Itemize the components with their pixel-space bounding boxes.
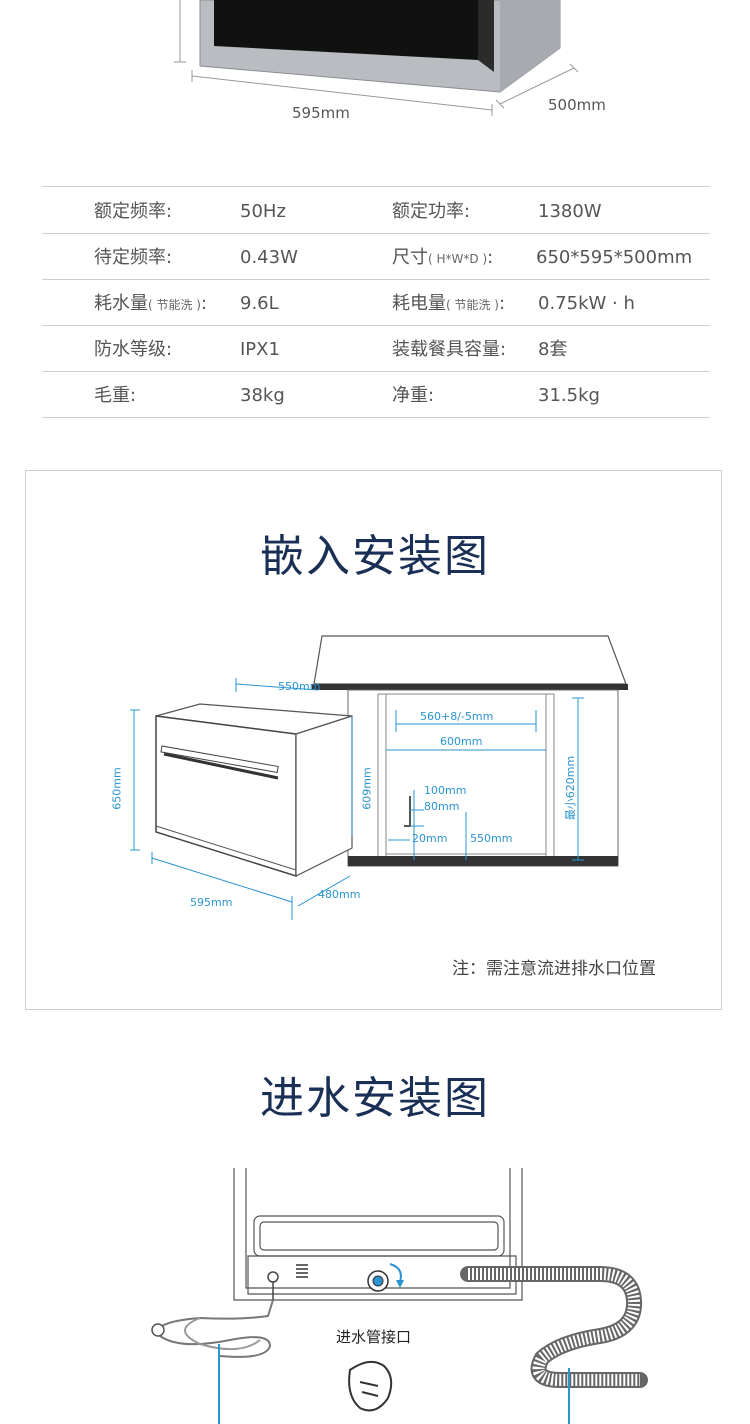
dishwasher-front-illustration [174,0,579,116]
inlet-connection-label: 进水管接口 [336,1328,412,1346]
spec-key: 额定频率: [94,201,173,222]
dim-label-100: 100mm [424,784,467,797]
embed-installation-title: 嵌入安装图 [260,531,490,582]
dim-label-550: 550mm [470,832,513,845]
water-installation-diagram [151,1168,648,1424]
dim-label-595: 595mm [190,896,233,909]
table-row: 待定频率: 0.43W 尺寸( H*W*D ): 650*595*500mm [42,233,710,280]
dim-label-20: 20mm [412,832,448,845]
spec-value: IPX1 [240,339,280,360]
spec-key: 毛重: [94,385,137,406]
table-row: 额定频率: 50Hz 额定功率: 1380W [42,187,710,234]
dim-label-650: 650mm [110,767,124,810]
dim-label-min-620: 最小620mm [564,755,578,821]
spec-value: 38kg [240,385,285,406]
spec-value: 9.6L [240,293,279,314]
dim-label-480: 480mm [318,888,361,901]
table-top-border [42,186,710,187]
embed-note: 注：需注意流进排水口位置 [452,959,656,979]
spec-key: 额定功率: [392,201,471,222]
spec-key: 装载餐具容量: [392,339,507,360]
embed-installation-diagram [130,635,628,920]
dim-label-609: 609mm [360,767,374,810]
spec-key: 净重: [392,385,435,406]
spec-key: 耗电量( 节能洗 ): [392,293,506,314]
width-label: 595mm [292,104,350,122]
table-row: 耗水量( 节能洗 ): 9.6L 耗电量( 节能洗 ): 0.75kW · h [42,279,710,326]
table-row: 毛重: 38kg 净重: 31.5kg [42,371,710,418]
spec-key: 待定频率: [94,247,173,268]
dim-label-550-top: 550mm [278,680,321,693]
water-installation-title: 进水安装图 [260,1073,490,1124]
dim-label-80: 80mm [424,800,460,813]
spec-key: 防水等级: [94,339,173,360]
spec-value: 0.43W [240,247,298,268]
dim-label-560: 560+8/-5mm [420,710,494,723]
top-product-diagram: 595mm 500mm [0,0,750,140]
embed-installation-panel [25,470,722,1010]
table-row: 防水等级: IPX1 装载餐具容量: 8套 [42,325,710,372]
spec-value: 31.5kg [538,385,600,406]
spec-value: 650*595*500mm [536,247,693,268]
spec-key: 尺寸( H*W*D ): [392,247,494,268]
dim-label-600: 600mm [440,735,483,748]
spec-key: 耗水量( 节能洗 ): [94,293,208,314]
spec-value: 0.75kW · h [538,293,635,314]
spec-value: 8套 [538,339,568,360]
spec-value: 50Hz [240,201,286,222]
spec-value: 1380W [538,201,602,222]
depth-label: 500mm [548,96,606,114]
